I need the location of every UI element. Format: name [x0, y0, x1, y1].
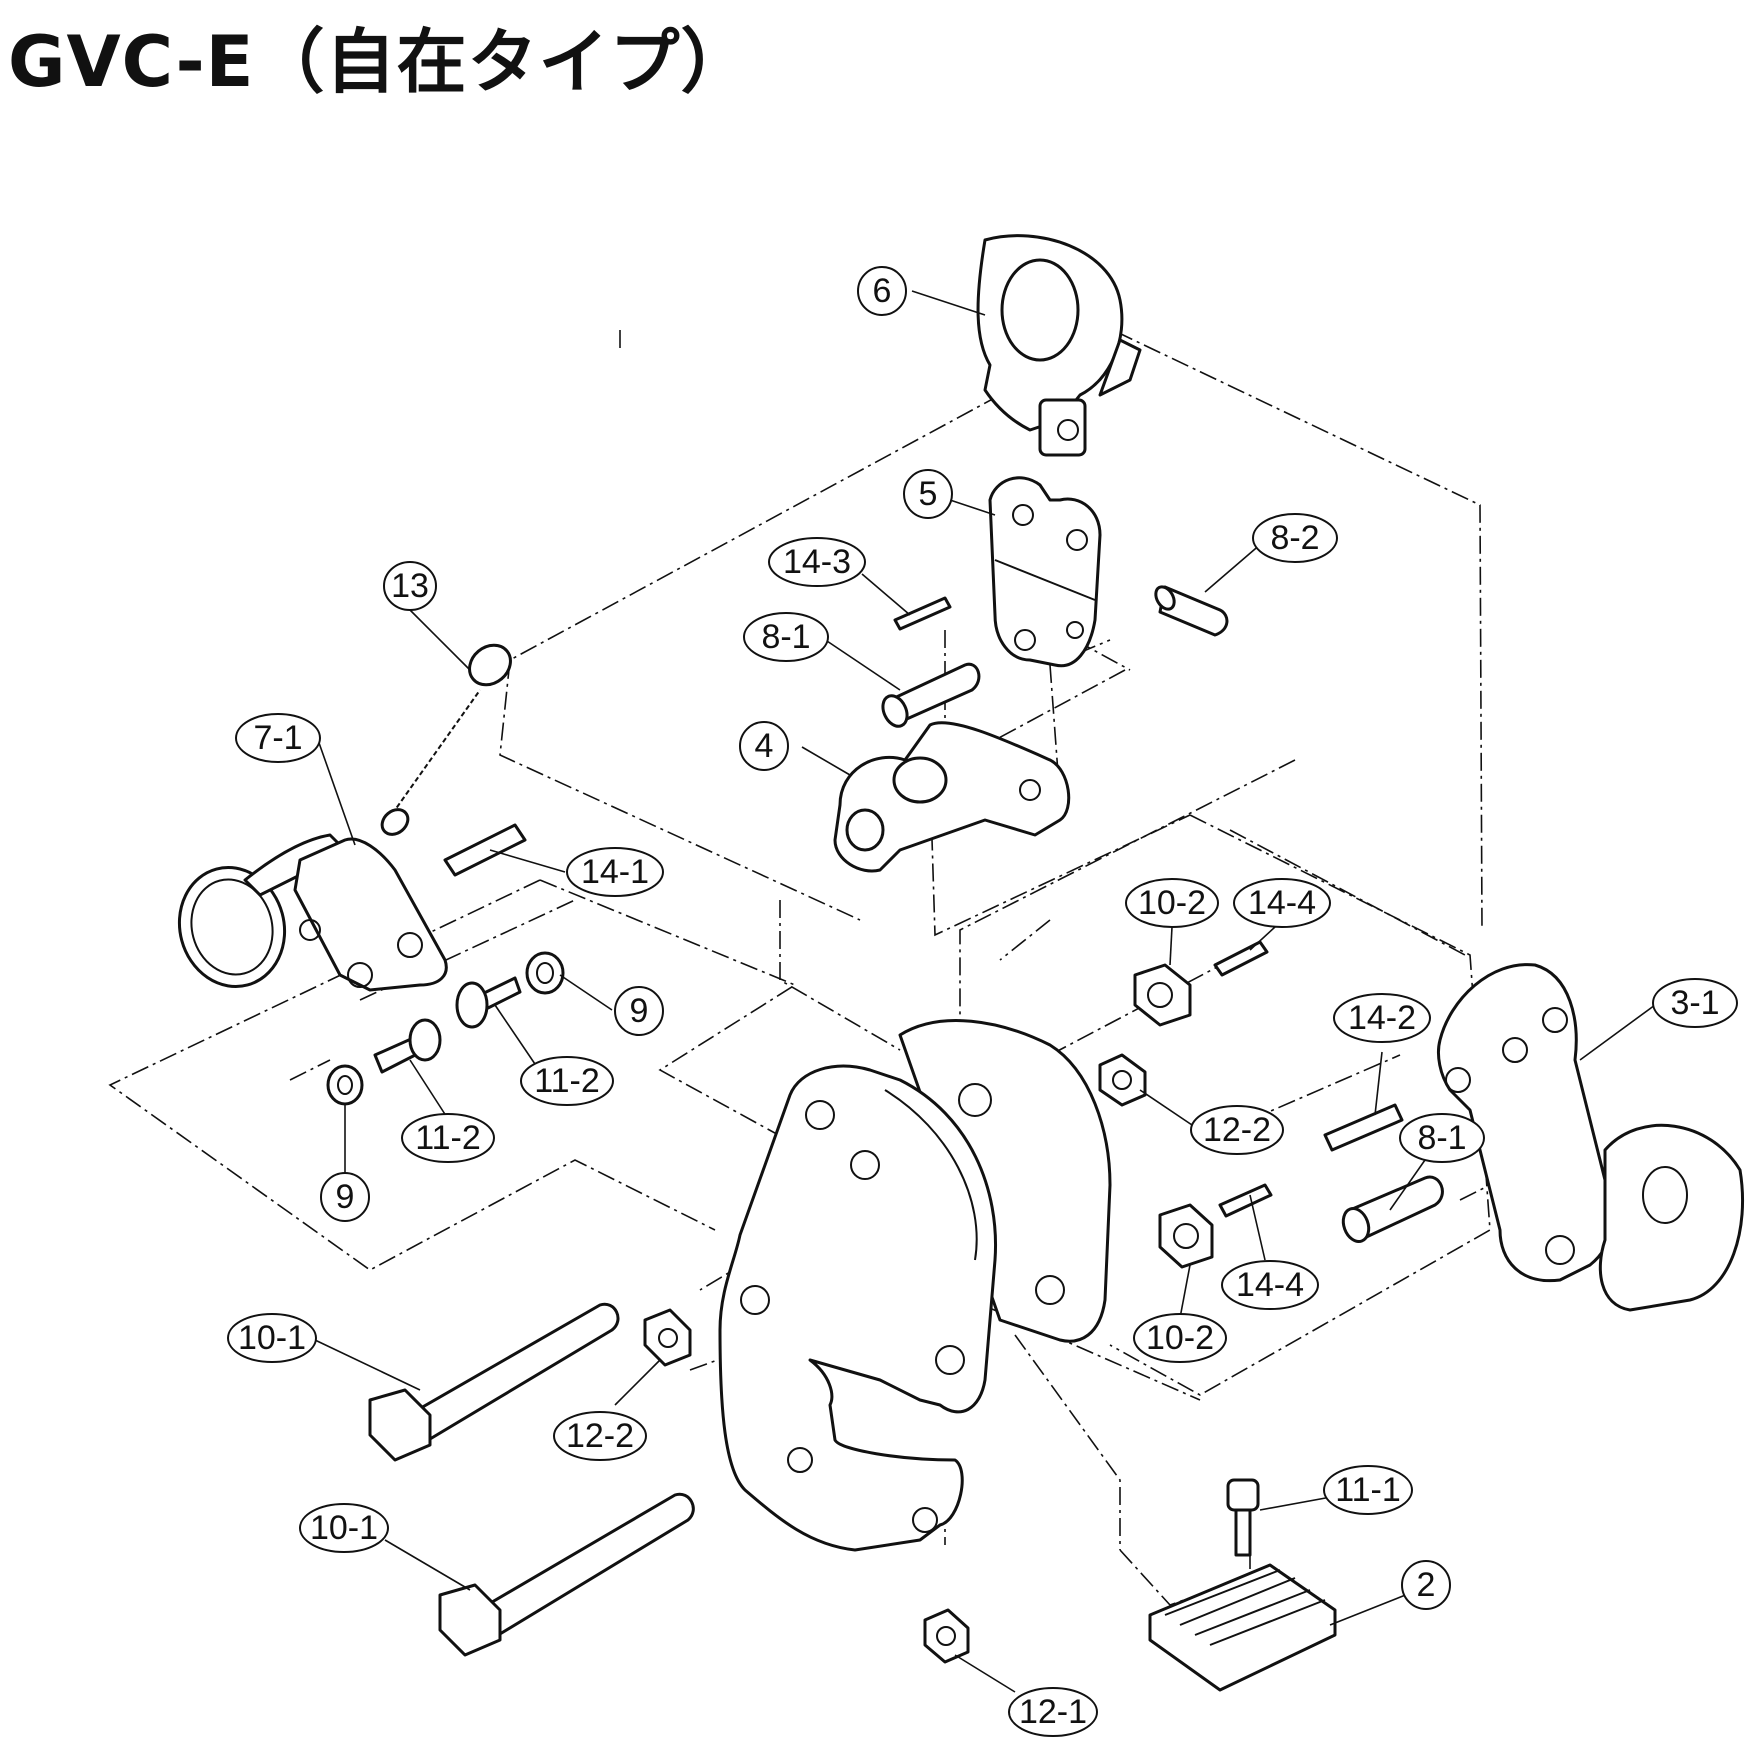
part-13-spring [380, 643, 512, 836]
part-8-2-pin [1154, 585, 1229, 637]
callout-11-2-upper: 11-2 [520, 1056, 614, 1106]
part-9-washer-lower [326, 1064, 364, 1106]
callout-labels: 6 5 14-3 8-2 8-1 13 4 7-1 14-1 10-2 14-4… [227, 266, 1738, 1737]
svg-text:4: 4 [755, 727, 774, 765]
callout-6: 6 [857, 266, 907, 316]
callout-13: 13 [383, 561, 437, 611]
callout-14-2: 14-2 [1333, 993, 1431, 1043]
callout-9-upper: 9 [614, 986, 664, 1036]
callout-11-2-lower: 11-2 [401, 1113, 495, 1163]
callout-10-1-lower: 10-1 [299, 1503, 389, 1553]
page-title: GVC-E（自在タイプ） [8, 21, 752, 103]
svg-text:11-2: 11-2 [534, 1062, 600, 1100]
main-body-back-plate [898, 1019, 1112, 1343]
callout-8-1-right: 8-1 [1399, 1113, 1485, 1163]
svg-text:13: 13 [391, 567, 429, 605]
callout-10-1-upper: 10-1 [227, 1313, 317, 1363]
part-11-2-screw-upper [455, 976, 522, 1029]
callout-14-4-upper: 14-4 [1233, 878, 1331, 928]
svg-text:14-4: 14-4 [1248, 884, 1316, 922]
svg-text:8-1: 8-1 [1417, 1119, 1466, 1157]
svg-text:9: 9 [336, 1178, 355, 1216]
svg-text:5: 5 [919, 475, 938, 513]
callout-8-1-upper: 8-1 [743, 612, 829, 662]
svg-text:6: 6 [873, 272, 892, 310]
svg-text:10-1: 10-1 [238, 1319, 306, 1357]
svg-text:11-2: 11-2 [415, 1119, 481, 1157]
svg-text:10-1: 10-1 [310, 1509, 378, 1547]
callout-12-2-left: 12-2 [553, 1411, 647, 1461]
leader-lines [314, 290, 1656, 1693]
part-8-1-pin-right [1341, 1175, 1444, 1243]
svg-text:3-1: 3-1 [1670, 984, 1719, 1022]
part-3-1-cam-lever [1436, 963, 1745, 1312]
part-12-1-nut [923, 1608, 970, 1664]
part-6-shackle [976, 234, 1142, 457]
callout-7-1: 7-1 [235, 713, 321, 763]
part-10-1-bolt-lower [438, 1492, 695, 1657]
svg-text:10-2: 10-2 [1138, 884, 1206, 922]
callout-14-1: 14-1 [566, 847, 664, 897]
svg-text:9: 9 [630, 992, 649, 1030]
part-12-2-nut-right [1098, 1053, 1147, 1107]
svg-text:14-1: 14-1 [581, 853, 649, 891]
svg-text:2: 2 [1417, 1566, 1436, 1604]
part-2-jaw-pad [1148, 1563, 1337, 1692]
svg-text:14-2: 14-2 [1348, 999, 1416, 1037]
part-12-2-nut-left [643, 1308, 692, 1367]
callout-11-1: 11-1 [1323, 1465, 1413, 1515]
svg-text:12-2: 12-2 [566, 1417, 634, 1455]
svg-text:8-2: 8-2 [1270, 519, 1319, 557]
callout-14-4-lower: 14-4 [1221, 1260, 1319, 1310]
part-7-1-handle [177, 833, 448, 992]
callout-2: 2 [1401, 1560, 1451, 1610]
svg-text:14-3: 14-3 [783, 543, 851, 581]
part-11-1-screw [1226, 1478, 1260, 1557]
svg-text:12-1: 12-1 [1019, 1693, 1087, 1731]
svg-text:11-1: 11-1 [1335, 1471, 1401, 1509]
svg-text:10-2: 10-2 [1146, 1319, 1214, 1357]
callout-14-3: 14-3 [768, 537, 866, 587]
svg-text:12-2: 12-2 [1203, 1111, 1271, 1149]
svg-text:7-1: 7-1 [253, 719, 302, 757]
callout-10-2-upper: 10-2 [1125, 878, 1219, 928]
main-body-front-plate [718, 1064, 998, 1552]
part-14-2-spring-pin [1323, 1103, 1404, 1152]
part-10-1-bolt-upper [368, 1302, 620, 1462]
callout-8-2: 8-2 [1252, 513, 1338, 563]
part-4-yoke [833, 721, 1071, 873]
part-8-1-pin-upper [881, 662, 981, 728]
part-10-2-nut-lower [1158, 1203, 1214, 1269]
part-10-2-nut-upper [1133, 963, 1192, 1027]
svg-text:8-1: 8-1 [761, 618, 810, 656]
part-14-4-pin-upper [1213, 940, 1269, 977]
part-5-swivel-link [988, 476, 1102, 668]
callout-12-1: 12-1 [1008, 1687, 1098, 1737]
callout-12-2-right: 12-2 [1190, 1105, 1284, 1155]
part-11-2-screw-lower [373, 1018, 442, 1074]
part-14-4-pin-lower [1218, 1183, 1273, 1218]
part-14-1-spring-pin [443, 823, 527, 877]
callout-10-2-lower: 10-2 [1133, 1313, 1227, 1363]
callout-4: 4 [739, 721, 789, 771]
callout-5: 5 [903, 469, 953, 519]
callout-9-lower: 9 [320, 1172, 370, 1222]
part-14-3-spring-pin [893, 596, 952, 631]
callout-3-1: 3-1 [1652, 978, 1738, 1028]
part-9-washer-upper [525, 951, 565, 995]
svg-text:14-4: 14-4 [1236, 1266, 1304, 1304]
